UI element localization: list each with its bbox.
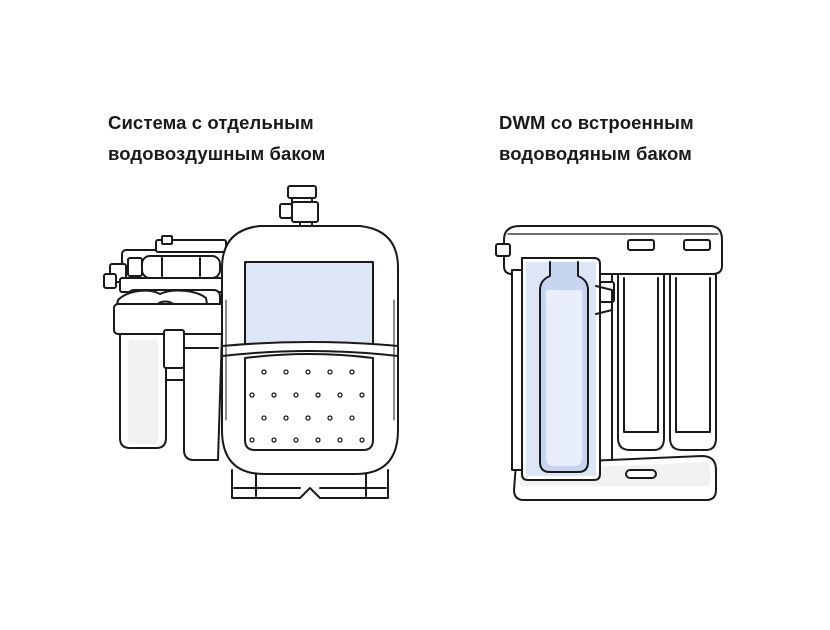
tank-membrane xyxy=(222,342,398,356)
filter-cartridges xyxy=(120,330,222,460)
water-dots xyxy=(250,370,364,442)
right-caption-line-2: водоводяным баком xyxy=(499,143,692,164)
right-caption-line-1: DWM со встроенным xyxy=(499,112,694,133)
water-chamber xyxy=(245,354,373,450)
dwm-filter-cartridges xyxy=(600,274,716,450)
left-system-caption: Система с отдельным водовоздушным баком xyxy=(108,107,325,169)
dwm-system-illustration xyxy=(496,226,722,500)
right-system-caption: DWM со встроенным водоводяным баком xyxy=(499,107,694,169)
air-chamber xyxy=(245,262,373,350)
dwm-side-column xyxy=(512,270,522,470)
housing-clip-1 xyxy=(628,240,654,250)
separate-tank-system-illustration xyxy=(104,186,398,498)
tank-valve xyxy=(280,186,318,230)
integrated-water-tank xyxy=(522,258,612,480)
base-slot xyxy=(626,470,656,478)
left-caption-line-2: водовоздушным баком xyxy=(108,143,326,164)
housing-clip-2 xyxy=(684,240,710,250)
tank-stand xyxy=(232,470,388,498)
left-caption-line-1: Система с отдельным xyxy=(108,112,314,133)
